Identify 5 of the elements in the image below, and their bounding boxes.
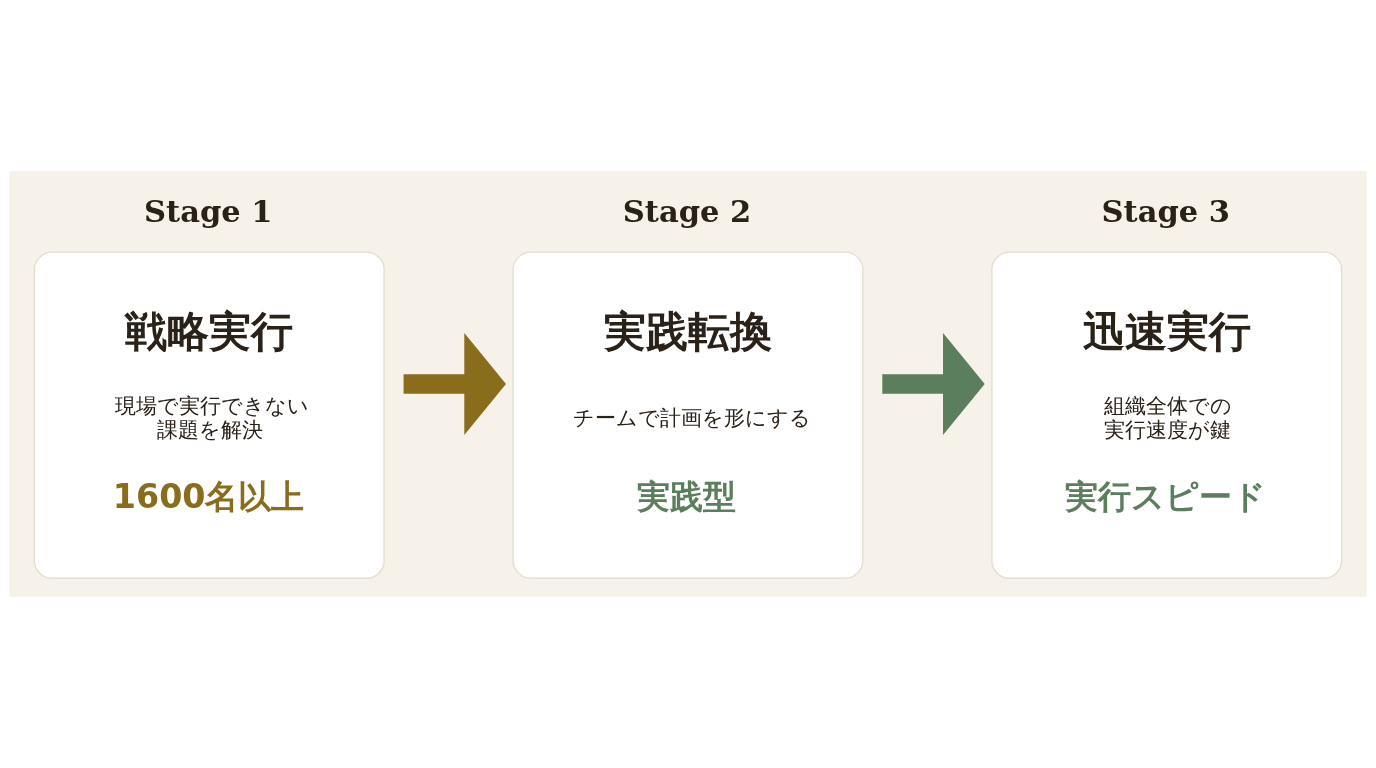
node-label: Stage 3: [1101, 193, 1231, 230]
arrow: [403, 332, 506, 436]
arrow: [882, 332, 985, 436]
node-label: Stage 2: [622, 193, 752, 230]
node-label: Stage 1: [144, 193, 273, 230]
